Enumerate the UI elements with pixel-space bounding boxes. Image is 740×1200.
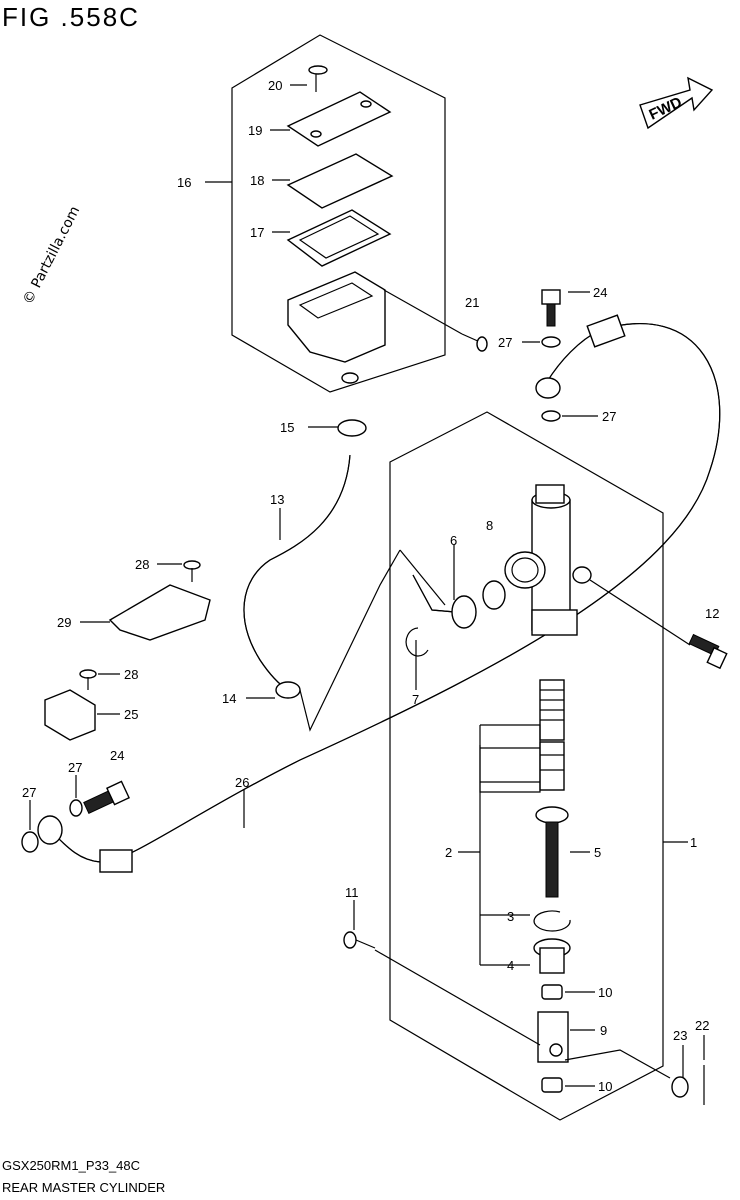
reservoir-part-16 bbox=[287, 271, 386, 384]
bracket-part-29 bbox=[108, 584, 211, 641]
fitting-part-6 bbox=[412, 574, 477, 629]
washer-part-27-d bbox=[21, 831, 39, 853]
callout-11: 11 bbox=[345, 885, 359, 900]
nut-part-10-top bbox=[541, 984, 563, 1000]
nut-part-10-bottom bbox=[541, 1077, 563, 1093]
cap-part-19 bbox=[286, 91, 392, 147]
callout-10-top: 10 bbox=[598, 985, 612, 1000]
callout-23: 23 bbox=[673, 1028, 687, 1043]
callout-18: 18 bbox=[250, 173, 264, 188]
circlip-part-3 bbox=[533, 910, 571, 932]
callout-26: 26 bbox=[235, 775, 249, 790]
washer-part-27-a bbox=[541, 336, 561, 348]
callout-14: 14 bbox=[222, 691, 236, 706]
callout-17: 17 bbox=[250, 225, 264, 240]
bolt-part-12 bbox=[688, 633, 728, 670]
washer-part-23 bbox=[671, 1076, 689, 1098]
callout-13: 13 bbox=[270, 492, 284, 507]
screw-part-28-a bbox=[183, 560, 201, 582]
guide-part-25 bbox=[44, 689, 96, 741]
reservoir-group-outline bbox=[231, 34, 446, 393]
callout-27-mid: 27 bbox=[602, 409, 616, 424]
callout-15: 15 bbox=[280, 420, 294, 435]
callout-24-top: 24 bbox=[593, 285, 607, 300]
callout-5: 5 bbox=[594, 845, 601, 860]
master-cylinder-group-outline bbox=[389, 411, 664, 1121]
plate-part-18 bbox=[286, 153, 394, 209]
callout-27-top: 27 bbox=[498, 335, 512, 350]
callout-28-top: 28 bbox=[135, 557, 149, 572]
brake-hose-part-26 bbox=[37, 314, 721, 873]
leader-lines bbox=[29, 84, 688, 930]
callout-21: 21 bbox=[465, 295, 479, 310]
clamp-part-15 bbox=[337, 419, 367, 437]
screw-part-28-b bbox=[79, 669, 97, 690]
callout-24-left: 24 bbox=[110, 748, 124, 763]
callout-19: 19 bbox=[248, 123, 262, 138]
callout-22: 22 bbox=[695, 1018, 709, 1033]
figure-title: FIG .558C bbox=[2, 2, 140, 32]
screw-part-21 bbox=[461, 333, 488, 352]
figure-code: GSX250RM1_P33_48C bbox=[2, 1158, 141, 1173]
callout-16: 16 bbox=[177, 175, 191, 190]
callout-25: 25 bbox=[124, 707, 138, 722]
callout-28-bottom: 28 bbox=[124, 667, 138, 682]
bolt-part-24-top bbox=[541, 289, 561, 327]
bolt-part-24-bottom bbox=[83, 780, 130, 815]
callout-6: 6 bbox=[450, 533, 457, 548]
callout-8: 8 bbox=[486, 518, 493, 533]
washer-part-27-c bbox=[69, 799, 83, 817]
callout-1: 1 bbox=[690, 835, 697, 850]
washer-part-27-b bbox=[541, 410, 561, 422]
screw-part-20 bbox=[308, 65, 328, 92]
callout-29: 29 bbox=[57, 615, 71, 630]
figure-name: REAR MASTER CYLINDER bbox=[2, 1180, 166, 1195]
callout-2: 2 bbox=[445, 845, 452, 860]
clamp-part-14 bbox=[275, 681, 301, 699]
callout-3: 3 bbox=[507, 909, 514, 924]
pin-part-11 bbox=[343, 931, 376, 949]
callout-10-bottom: 10 bbox=[598, 1079, 612, 1094]
callout-27-left: 27 bbox=[68, 760, 82, 775]
clevis-part-9 bbox=[537, 1011, 569, 1063]
piston-spring-part-2 bbox=[539, 679, 565, 791]
callout-12: 12 bbox=[705, 606, 719, 621]
diaphragm-part-17 bbox=[286, 209, 392, 267]
master-cylinder-body-part-8 bbox=[504, 484, 592, 636]
callout-20: 20 bbox=[268, 78, 282, 93]
push-rod-part-5 bbox=[535, 806, 569, 898]
callout-9: 9 bbox=[600, 1023, 607, 1038]
callout-27-far-left: 27 bbox=[22, 785, 36, 800]
callout-7: 7 bbox=[412, 692, 419, 707]
reservoir-hose-part-13 bbox=[243, 454, 351, 691]
boot-part-4 bbox=[533, 938, 571, 974]
circlip-part-7 bbox=[405, 627, 429, 657]
fwd-arrow-icon: FWD bbox=[639, 76, 714, 130]
o-ring bbox=[482, 580, 506, 610]
callout-4: 4 bbox=[507, 958, 514, 973]
